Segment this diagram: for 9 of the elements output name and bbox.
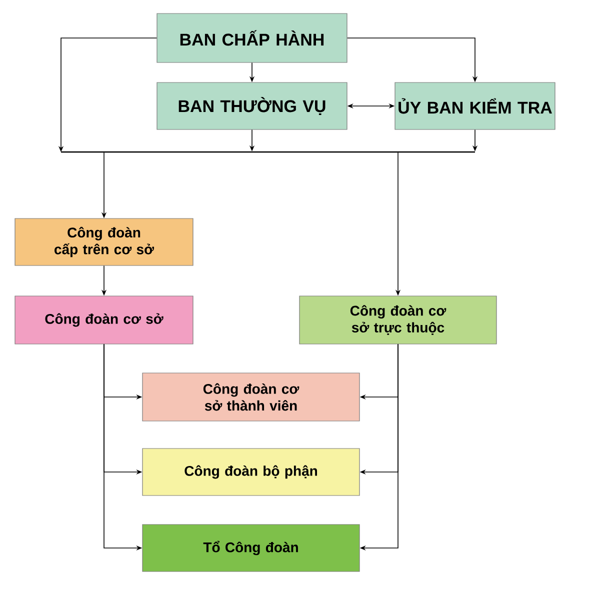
org-box: Công đoàn cơ sở xyxy=(14,296,194,344)
org-box: Công đoàn cơ sở thành viên xyxy=(142,372,360,422)
org-box: BAN CHẤP HÀNH xyxy=(156,13,348,63)
org-box: Tổ Công đoàn xyxy=(142,524,360,572)
org-box: BAN THƯỜNG VỤ xyxy=(156,82,348,130)
org-box: Công đoàn bộ phận xyxy=(142,448,360,496)
org-box: Công đoàn cấp trên cơ sở xyxy=(14,218,194,266)
org-box: Công đoàn cơ sở trực thuộc xyxy=(299,296,497,344)
org-box: ỦY BAN KIỂM TRA xyxy=(394,82,556,130)
